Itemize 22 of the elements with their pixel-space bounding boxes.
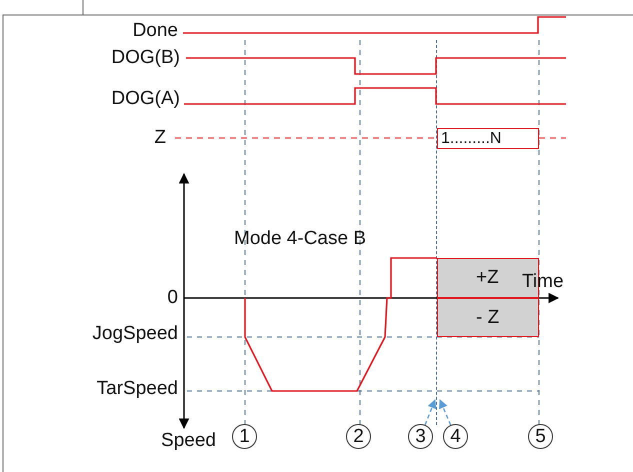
axis-tick-label: JogSpeed	[91, 323, 178, 345]
axis-tick-label: 0	[166, 287, 178, 309]
zone-label: - Z	[476, 306, 500, 328]
callout-number: 1	[232, 424, 257, 449]
signal-name: Z	[153, 127, 166, 149]
pulse-box	[437, 128, 539, 149]
signal-name: DOG(A)	[110, 88, 180, 110]
chart-title: Mode 4-Case B	[234, 228, 368, 250]
zone-label: +Z	[476, 267, 499, 289]
callout-number: 2	[346, 424, 371, 449]
signal-name: Done	[132, 20, 178, 42]
guide-line	[436, 40, 438, 425]
axis-tick-label: TarSpeed	[96, 378, 178, 400]
callout-number: 4	[443, 424, 468, 449]
callout-number: 3	[408, 424, 433, 449]
axis-label: Speed	[160, 430, 216, 452]
signal-name: DOG(B)	[110, 47, 180, 69]
leader-arrow	[439, 399, 452, 426]
callout-number: 5	[528, 424, 553, 449]
leader-arrow	[424, 399, 436, 426]
zone-label: 1.........N	[441, 130, 502, 148]
zone-box	[437, 298, 539, 337]
